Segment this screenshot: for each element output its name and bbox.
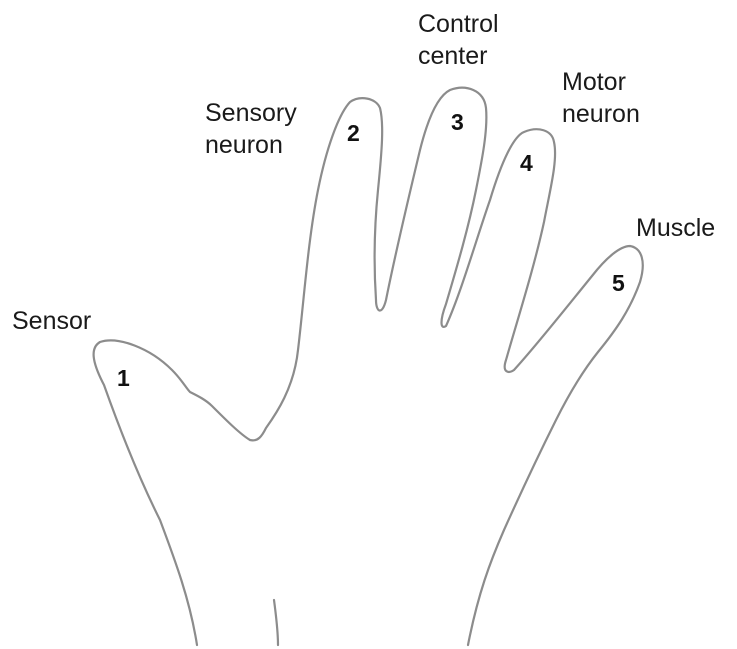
label-muscle-line-1: Muscle [636, 212, 715, 244]
label-motor-neuron: Motor neuron [562, 66, 640, 130]
label-motor-neuron-line-2: neuron [562, 98, 640, 130]
label-control-center-line-1: Control [418, 8, 499, 40]
number-4: 4 [520, 152, 533, 175]
label-sensory-neuron: Sensory neuron [205, 97, 297, 161]
number-1: 1 [117, 367, 130, 390]
label-sensor-line-1: Sensor [12, 305, 91, 337]
label-sensory-neuron-line-1: Sensory [205, 97, 297, 129]
hand-outline-wrist-left [274, 600, 278, 645]
hand-outline-left [94, 88, 643, 645]
number-2: 2 [347, 122, 360, 145]
label-sensor: Sensor [12, 305, 91, 337]
label-control-center-line-2: center [418, 40, 499, 72]
label-control-center: Control center [418, 8, 499, 72]
number-5: 5 [612, 272, 625, 295]
label-sensory-neuron-line-2: neuron [205, 129, 297, 161]
label-motor-neuron-line-1: Motor [562, 66, 640, 98]
label-muscle: Muscle [636, 212, 715, 244]
number-3: 3 [451, 111, 464, 134]
